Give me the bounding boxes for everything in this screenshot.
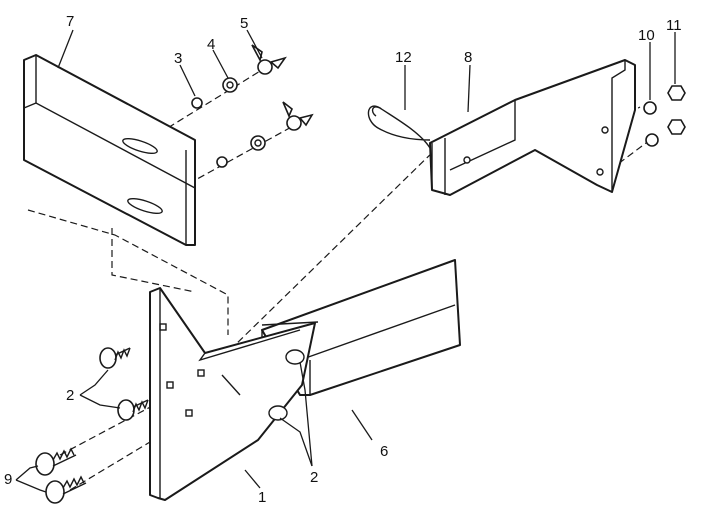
- hex-nut-lower-right-icon: [667, 119, 686, 135]
- callout-7: 7: [66, 13, 74, 30]
- short-bolt-lower-icon: [117, 399, 149, 421]
- short-bolts-2: [99, 347, 149, 421]
- lock-washer-10-icon: [643, 101, 657, 115]
- main-bracket-1: [149, 287, 319, 501]
- lower-hardware-set: [216, 101, 314, 168]
- callout-2-left: 2: [66, 387, 74, 404]
- callout-leaders: [15, 29, 676, 493]
- long-bolt-lower-icon: [45, 475, 87, 504]
- callout-8: 8: [464, 49, 472, 66]
- lock-washer-lower-right-icon: [645, 133, 659, 147]
- callout-labels: 7 3 4 5 12 8 10 11 2 9 2 6 1: [4, 13, 682, 506]
- callout-5: 5: [240, 15, 248, 32]
- slotted-plate-7: [23, 54, 196, 246]
- callout-4: 4: [207, 36, 215, 53]
- callout-10: 10: [638, 27, 655, 44]
- long-bolts-9: [35, 447, 87, 504]
- hitch-bracket-8: [429, 59, 636, 196]
- flat-washer-lower-icon: [250, 135, 266, 151]
- callout-1: 1: [258, 489, 266, 506]
- upper-hardware-set: [191, 44, 287, 109]
- callout-9: 9: [4, 471, 12, 488]
- right-hardware-set: [643, 85, 686, 147]
- callout-12: 12: [395, 49, 412, 66]
- wing-nut-lower-icon: [282, 101, 314, 131]
- hex-nut-11-icon: [667, 85, 686, 101]
- hitch-pin-clip-12: [367, 105, 431, 149]
- callout-11: 11: [666, 17, 682, 34]
- callout-3: 3: [174, 50, 182, 67]
- flat-washer-upper-icon: [222, 77, 238, 93]
- callout-6: 6: [380, 443, 388, 460]
- lock-washer-upper-icon: [191, 97, 203, 109]
- long-bolt-upper-icon: [35, 447, 77, 476]
- callout-2-bottom: 2: [310, 469, 318, 486]
- lock-washer-lower-icon: [216, 156, 228, 168]
- short-bolt-upper-icon: [99, 347, 131, 369]
- hitch-arm-6: [261, 259, 461, 396]
